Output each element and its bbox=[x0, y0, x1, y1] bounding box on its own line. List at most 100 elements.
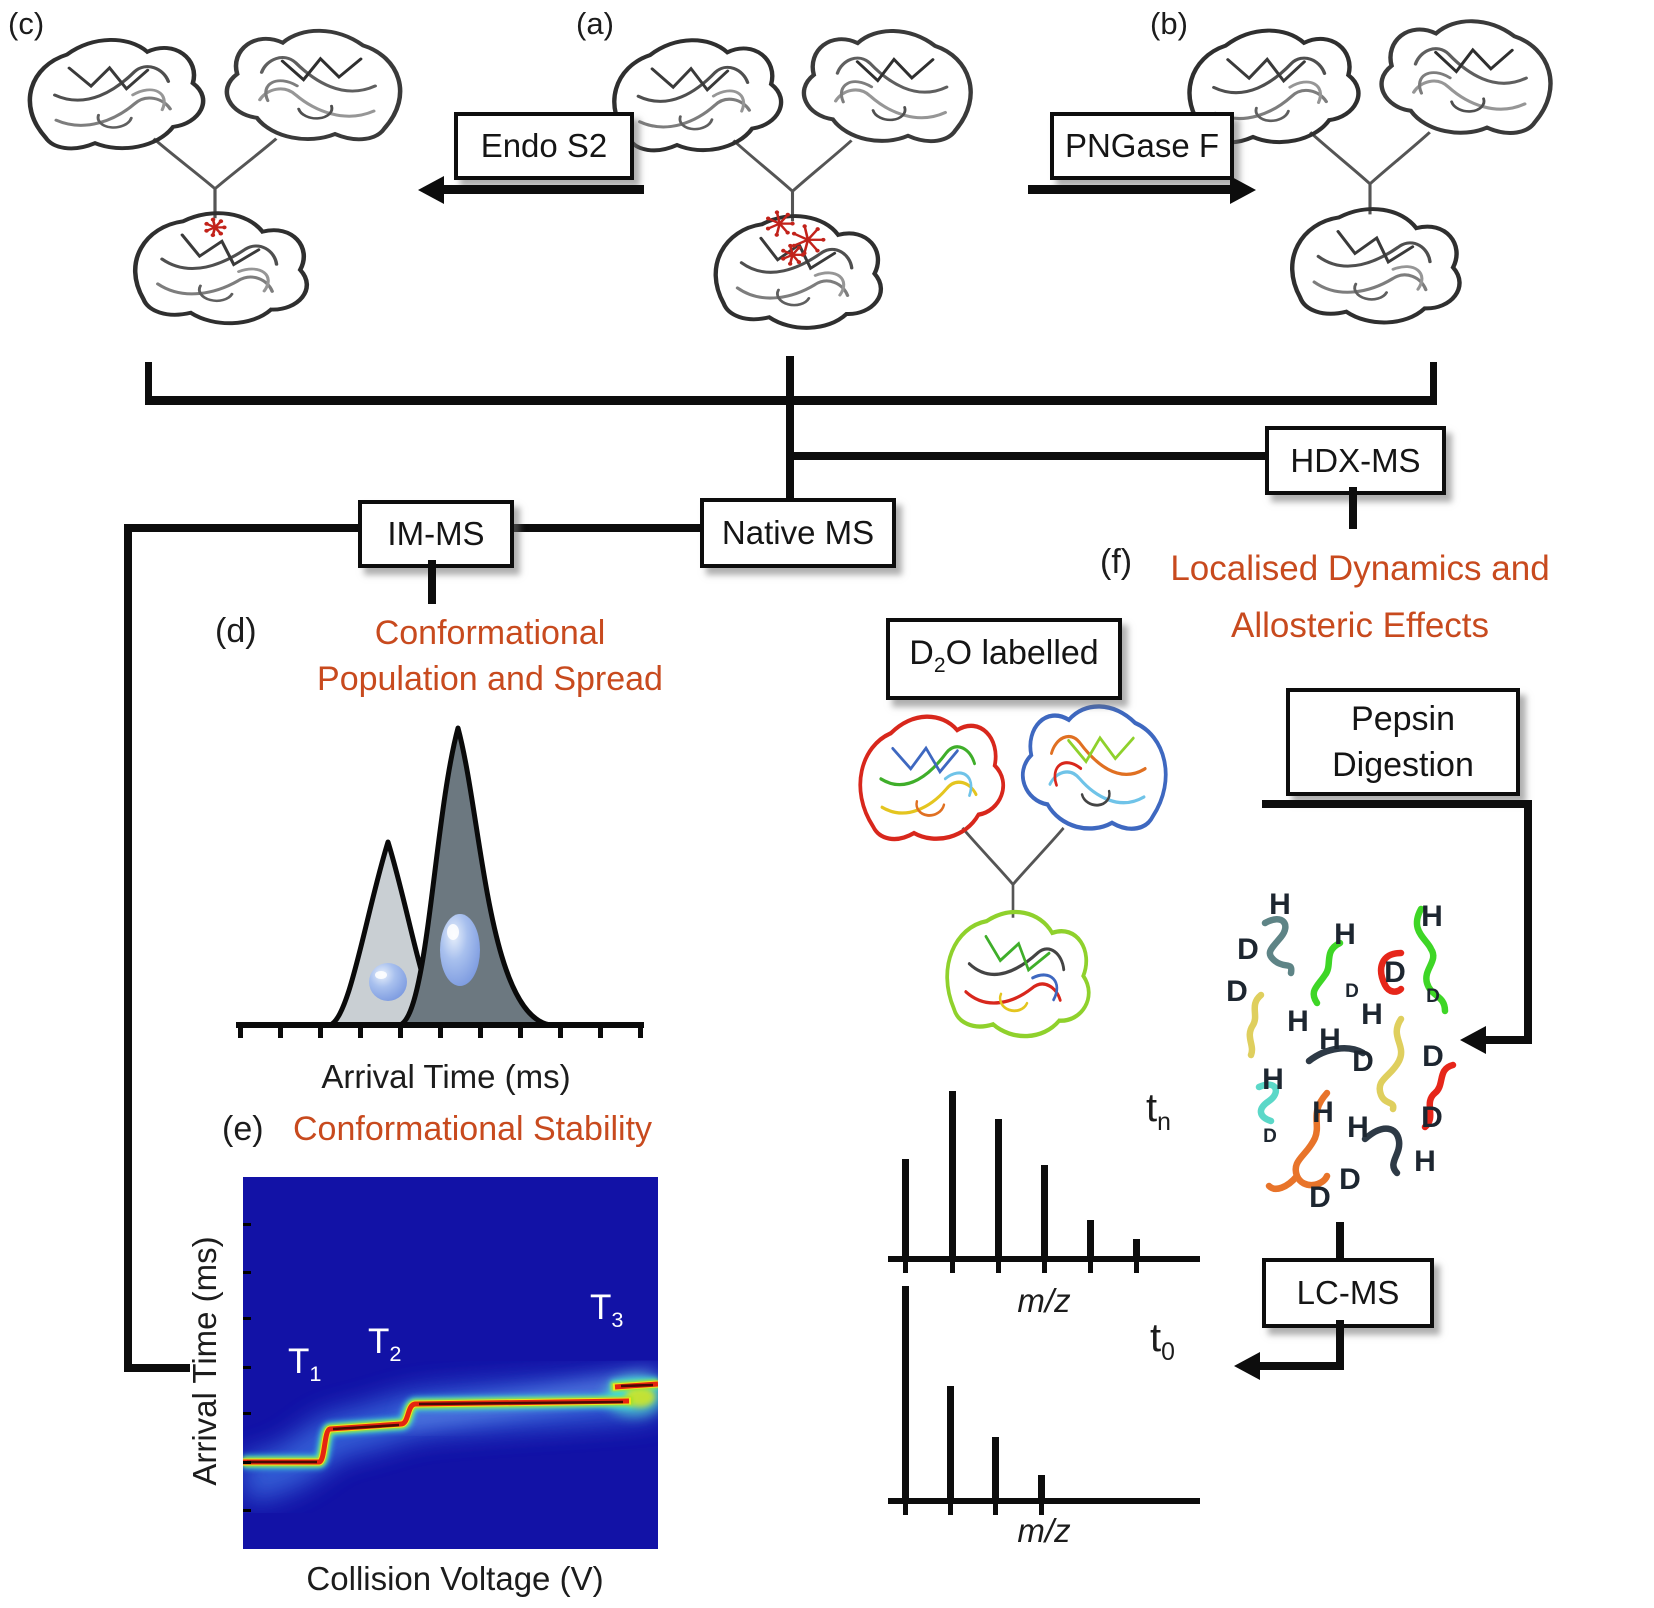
peptide-d-label: D bbox=[1422, 1040, 1444, 1073]
peptide-d-label: D bbox=[1352, 1045, 1374, 1078]
panel-label-e: (e) bbox=[222, 1110, 264, 1148]
panel-d-title: Conformational Population and Spread bbox=[295, 610, 685, 702]
heatmap-t1-label: T1 bbox=[288, 1342, 322, 1386]
peptide-h-label: H bbox=[1262, 1063, 1284, 1096]
pepsin-label-line2: Digestion bbox=[1332, 746, 1474, 784]
peptide-h-label: H bbox=[1269, 888, 1291, 921]
panel-e-title: Conformational Stability bbox=[293, 1110, 653, 1148]
t0-label: t0 bbox=[1150, 1316, 1175, 1366]
spectrum-peak bbox=[947, 1386, 955, 1498]
antibody-structure-deglycosylated bbox=[1187, 19, 1553, 325]
antibody-structure-endo-s2-treated bbox=[27, 28, 403, 326]
heatmap-y-ticks bbox=[243, 1223, 251, 1512]
mass-spectrum-t0 bbox=[888, 1286, 1200, 1518]
pepsin-under-line bbox=[1262, 800, 1532, 808]
t0-mz-label: m/z bbox=[1017, 1512, 1071, 1549]
hdx-branch-line bbox=[790, 452, 1268, 460]
pngase-f-label: PNGase F bbox=[1064, 127, 1220, 164]
spectrum-peak bbox=[1133, 1239, 1141, 1256]
spectrum-axis-tick bbox=[948, 1503, 954, 1515]
pepsin-elbow-vertical bbox=[1524, 800, 1532, 1044]
pngase-f-box: PNGase F bbox=[1050, 112, 1234, 180]
panel-label-f: (f) bbox=[1100, 543, 1133, 581]
arrow-left-icon bbox=[1460, 1026, 1486, 1054]
peptide-d-label: D bbox=[1237, 933, 1259, 966]
peptide-h-label: H bbox=[1334, 918, 1356, 951]
im-drop-line bbox=[428, 560, 436, 604]
spectrum-axis-tick bbox=[1038, 1503, 1044, 1515]
spectrum-peak bbox=[995, 1119, 1003, 1256]
large-gaussian-peak bbox=[397, 725, 553, 1028]
panel-d-title-line1: Conformational bbox=[374, 614, 606, 652]
arrival-time-distribution-plot bbox=[236, 725, 644, 1038]
antibody-structure-d2o-labelled bbox=[858, 704, 1168, 1039]
endo-arrow-shaft bbox=[442, 185, 644, 194]
peptide-squiggles bbox=[1246, 905, 1457, 1192]
peptide-d-label: D bbox=[1263, 1126, 1277, 1147]
bracket-right-tick bbox=[1430, 362, 1437, 402]
peptide-h-label: H bbox=[1319, 1023, 1341, 1056]
hdx-ms-box: HDX-MS bbox=[1265, 426, 1446, 495]
heatmap-t2-label: T2 bbox=[368, 1322, 402, 1366]
native-ms-box: Native MS bbox=[700, 498, 896, 568]
peptide-h-label: H bbox=[1312, 1096, 1334, 1129]
peptide-h-label: H bbox=[1361, 998, 1383, 1031]
im-ms-box: IM-MS bbox=[358, 500, 514, 568]
im-left-line bbox=[128, 524, 360, 532]
spectrum-axis-tick bbox=[902, 1261, 908, 1273]
d2o-labelled-box: D2O labelled bbox=[886, 618, 1122, 700]
lcms-arrow-horizontal bbox=[1258, 1362, 1344, 1370]
peptide-d-label: D bbox=[1426, 986, 1440, 1007]
spectrum-axis-tick bbox=[902, 1503, 908, 1515]
heatmap-background bbox=[243, 1177, 658, 1549]
peptide-h-label: H bbox=[1347, 1111, 1369, 1144]
spectrum-peak bbox=[1041, 1165, 1048, 1256]
ciu-heatmap bbox=[243, 1177, 658, 1549]
lc-ms-label: LC-MS bbox=[1296, 1274, 1400, 1311]
hdx-drop-line bbox=[1349, 487, 1357, 529]
spectrum-axis-tick bbox=[996, 1261, 1002, 1273]
lcms-top-line bbox=[1336, 1222, 1344, 1260]
arrow-right-icon bbox=[1230, 176, 1256, 204]
spectrum-peak bbox=[901, 1159, 909, 1256]
panel-label-c: (c) bbox=[8, 6, 45, 41]
spectrum-axis-tick bbox=[1042, 1261, 1047, 1273]
peptide-d-label: D bbox=[1421, 1101, 1443, 1134]
peptide-d-label: D bbox=[1339, 1163, 1361, 1196]
im-ms-label: IM-MS bbox=[387, 515, 485, 552]
peptide-d-label: D bbox=[1309, 1181, 1331, 1214]
spectrum-axis-tick bbox=[949, 1261, 955, 1273]
d-x-axis-ticks bbox=[238, 1025, 643, 1038]
peptide-h-label: H bbox=[1414, 1145, 1436, 1178]
antibody-structure-glycosylated bbox=[612, 29, 973, 330]
peptide-h-label: H bbox=[1287, 1005, 1309, 1038]
spectrum-peak bbox=[948, 1091, 956, 1256]
spectrum-peak bbox=[992, 1437, 1000, 1498]
panel-label-a: (a) bbox=[576, 6, 614, 41]
spectrum-peak bbox=[1037, 1475, 1045, 1498]
left-elbow-line bbox=[124, 1364, 190, 1372]
spectrum-peak bbox=[901, 1286, 909, 1498]
d2o-labelled-label: D2O labelled bbox=[909, 633, 1099, 677]
endo-s2-box: Endo S2 bbox=[454, 112, 634, 180]
panel-e-ylabel: Arrival Time (ms) bbox=[186, 1236, 223, 1486]
panel-d-xlabel: Arrival Time (ms) bbox=[321, 1058, 571, 1095]
left-vertical-line bbox=[124, 524, 132, 1372]
spectrum-peak bbox=[1086, 1220, 1094, 1256]
panel-f-title: Localised Dynamics and Allosteric Effect… bbox=[1160, 540, 1560, 654]
lcms-bottom-vertical bbox=[1336, 1320, 1344, 1370]
endo-s2-label: Endo S2 bbox=[480, 127, 608, 164]
tn-x-axis bbox=[888, 1256, 1200, 1262]
small-ion-sphere bbox=[369, 963, 407, 1001]
peptide-h-label: H bbox=[1421, 900, 1443, 933]
panel-f-title-line2: Allosteric Effects bbox=[1230, 606, 1490, 645]
pngase-arrow-shaft bbox=[1028, 185, 1232, 194]
panel-e-xlabel: Collision Voltage (V) bbox=[306, 1560, 604, 1597]
bracket-left-tick bbox=[145, 362, 152, 402]
center-vertical-line bbox=[786, 356, 794, 502]
spectrum-axis-tick bbox=[1087, 1261, 1093, 1273]
im-native-line bbox=[506, 524, 702, 532]
peptide-d-label: D bbox=[1384, 956, 1406, 989]
